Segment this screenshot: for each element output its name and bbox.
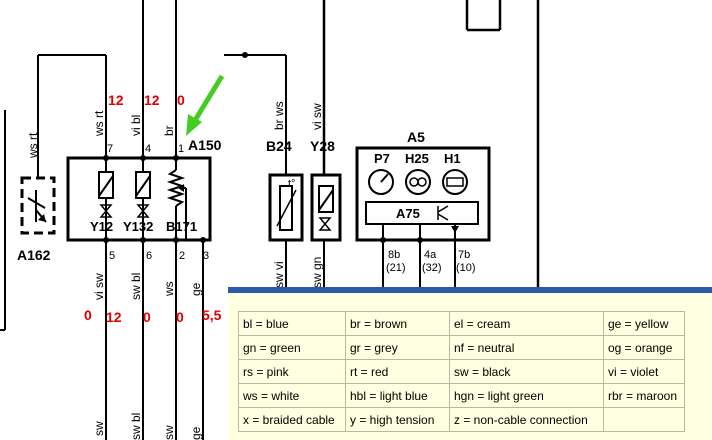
- wire-label-p2: ws: [162, 281, 176, 297]
- y28-valve: Y28 vi sw sw gn: [310, 103, 342, 288]
- wire-label-p7: ws rt: [92, 110, 106, 137]
- a5-pin-8b-sub: (21): [386, 262, 406, 274]
- wire-label-bot1: sw: [92, 421, 106, 436]
- legend-cell: rbr = maroon: [603, 383, 685, 408]
- wire-label-b24-top: br ws: [272, 101, 286, 130]
- wire-label-p4: vi bl: [129, 115, 143, 136]
- a75-label: A75: [396, 206, 420, 221]
- a5-pin-4a-sub: (32): [422, 262, 442, 274]
- legend-cell: el = cream: [449, 311, 604, 336]
- legend-cell: z = non-cable connection: [449, 407, 604, 432]
- legend-cell: rs = pink: [238, 359, 346, 384]
- legend-cell: hbl = light blue: [345, 383, 450, 408]
- legend-cell: hgn = light green: [449, 383, 604, 408]
- pin-3: 3: [203, 250, 209, 262]
- legend-cell: vi = violet: [603, 359, 685, 384]
- wire-label-bot2: sw bl: [129, 413, 143, 440]
- legend-cell: gr = grey: [345, 335, 450, 360]
- a5-pin-7b: 7b: [458, 249, 470, 261]
- pointer-arrow: [186, 74, 225, 136]
- a162-label: A162: [17, 247, 51, 263]
- pin-6: 6: [146, 250, 152, 262]
- temp-symbol: t°: [288, 178, 295, 190]
- legend-cell: ws = white: [238, 383, 346, 408]
- h25-label: H25: [405, 151, 429, 166]
- reading-bot-left: 0: [84, 307, 92, 323]
- wire-label-b24-bottom: sw vi: [272, 261, 286, 288]
- y28-label: Y28: [310, 138, 335, 154]
- b24-label: B24: [266, 138, 292, 154]
- a5-pin-8b: 8b: [388, 249, 400, 261]
- wire-label-y28-bottom: sw gn: [310, 257, 324, 288]
- wire-label-bot4: ge: [189, 426, 203, 440]
- wire-label-y28-top: vi sw: [310, 103, 324, 130]
- wire-label-p5: vi sw: [92, 273, 106, 300]
- voltage-readings: 12 12 0 0 12 0 0 5,5: [84, 92, 222, 325]
- a150-label: A150: [188, 137, 222, 153]
- left-wire: [0, 110, 6, 331]
- legend-cell: br = brown: [345, 311, 450, 336]
- a5-pin-4a: 4a: [424, 249, 437, 261]
- top-right-frame: [322, 0, 540, 290]
- legend-cell: [603, 407, 685, 432]
- y132-label: Y132: [123, 219, 153, 234]
- reading-bot-p3: 5,5: [202, 307, 222, 323]
- wire-label-p3: ge: [189, 282, 203, 296]
- pin-4: 4: [145, 143, 151, 155]
- b171-label: B171: [166, 219, 197, 234]
- legend-cell: og = orange: [603, 335, 685, 360]
- y12-label: Y12: [90, 219, 113, 234]
- reading-bot-p2: 0: [176, 309, 184, 325]
- p7-label: P7: [374, 151, 390, 166]
- wire-label-a162-top: ws rt: [26, 132, 40, 159]
- legend-cell: sw = black: [449, 359, 604, 384]
- wire-label-bot3: sw: [162, 425, 176, 440]
- reading-top-p1: 0: [177, 92, 185, 108]
- a5-pin-7b-sub: (10): [456, 262, 476, 274]
- reading-top-p4: 12: [144, 92, 160, 108]
- h1-label: H1: [444, 151, 461, 166]
- legend-cell: rt = red: [345, 359, 450, 384]
- reading-top-p7: 12: [108, 92, 124, 108]
- b24-sensor: t° B24 br ws sw vi: [224, 52, 304, 288]
- legend-cell: x = braided cable: [238, 407, 346, 432]
- wire-label-p6: sw bl: [129, 273, 143, 300]
- a150-module: Y12 Y132 B171 A150 7 4 1 5 6 2 3 ws rt v…: [66, 0, 222, 440]
- pin-1: 1: [178, 143, 184, 155]
- a5-instrument-cluster: A5 P7 H25 H1 A75 8b (21) 4a (32) 7b (10): [355, 129, 491, 287]
- pin-7: 7: [107, 143, 113, 155]
- legend-cell: ge = yellow: [603, 311, 685, 336]
- legend-cell: bl = blue: [238, 311, 346, 336]
- legend-cell: gn = green: [238, 335, 346, 360]
- reading-bot-p6: 0: [143, 309, 151, 325]
- legend-cell: y = high tension: [345, 407, 450, 432]
- wire-label-p1: br: [162, 125, 176, 136]
- pin-2: 2: [179, 250, 185, 262]
- reading-bot-p5: 12: [106, 309, 122, 325]
- pin-5: 5: [109, 250, 115, 262]
- a5-label: A5: [407, 129, 425, 145]
- legend-cell: nf = neutral: [449, 335, 604, 360]
